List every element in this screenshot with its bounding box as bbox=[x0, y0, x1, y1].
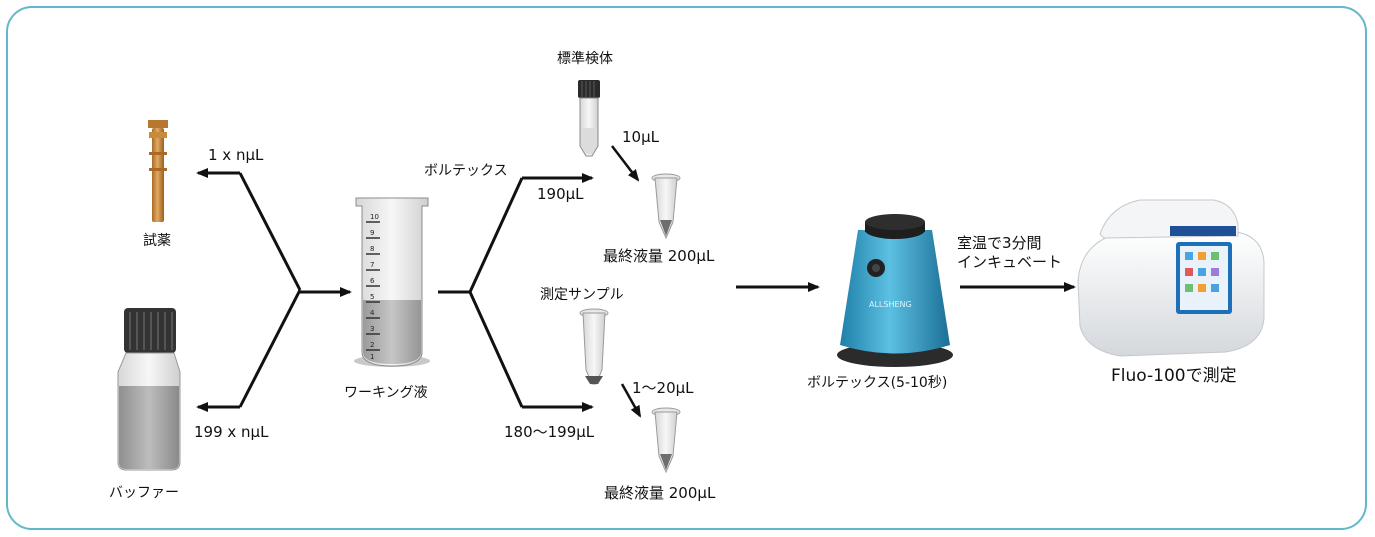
buffer-label: バッファー bbox=[109, 485, 179, 501]
final-tube-bottom-icon bbox=[651, 407, 681, 474]
standard-volume-label: 10μL bbox=[622, 128, 659, 146]
fluo-100-instrument-icon bbox=[1077, 199, 1265, 357]
sample-transfer-arrow bbox=[620, 383, 642, 418]
graduation-4: 4 bbox=[370, 309, 375, 317]
standard-sample-label: 標準検体 bbox=[557, 51, 613, 67]
graduation-3: 3 bbox=[370, 325, 374, 333]
working-volume-bottom-label: 180〜199μL bbox=[504, 423, 595, 441]
measure-label: Fluo-100で測定 bbox=[1111, 366, 1237, 386]
final-volume-bottom-label: 最終液量 200μL bbox=[604, 484, 716, 502]
graduation-8: 8 bbox=[370, 245, 374, 253]
sample-fork-arrows bbox=[438, 173, 594, 412]
final-volume-top-label: 最終液量 200μL bbox=[603, 247, 715, 265]
incubate-label-line1: 室温で3分間 bbox=[957, 234, 1042, 252]
incubate-label-line2: インキュベート bbox=[957, 253, 1063, 271]
buffer-amount-label: 199 x nμL bbox=[194, 423, 269, 441]
measure-sample-tube-icon bbox=[579, 308, 609, 385]
standard-transfer-arrow bbox=[611, 145, 640, 182]
working-solution-label: ワーキング液 bbox=[344, 385, 428, 401]
graduation-10: 10 bbox=[370, 213, 379, 221]
reagent-tube-icon bbox=[148, 120, 168, 222]
final-tube-top-icon bbox=[651, 173, 681, 240]
buffer-bottle-icon bbox=[117, 308, 181, 471]
graduation-6: 6 bbox=[370, 277, 375, 285]
working-volume-top-label: 190μL bbox=[537, 185, 584, 203]
graduation-9: 9 bbox=[370, 229, 374, 237]
reagent-label: 試薬 bbox=[143, 233, 171, 249]
graduation-5: 5 bbox=[370, 293, 374, 301]
vortex-time-label: ボルテックス(5-10秒) bbox=[807, 375, 948, 391]
measure-volume-label: 1〜20μL bbox=[632, 379, 694, 397]
vortexer-brand-text: ALLSHENG bbox=[869, 300, 912, 309]
graduation-2: 2 bbox=[370, 341, 374, 349]
input-fork-arrows bbox=[196, 168, 352, 412]
graduation-1: 1 bbox=[370, 353, 374, 361]
measure-sample-label: 測定サンプル bbox=[540, 287, 624, 303]
reagent-amount-label: 1 x nμL bbox=[208, 146, 264, 164]
diagram-frame bbox=[6, 6, 1367, 530]
vortexer-icon: ALLSHENG bbox=[837, 214, 953, 367]
standard-vial-icon bbox=[578, 80, 600, 157]
working-solution-tube-icon: 10 9 8 7 6 5 4 3 2 1 bbox=[354, 197, 430, 367]
vortex-label-top: ボルテックス bbox=[424, 163, 508, 179]
graduation-7: 7 bbox=[370, 261, 374, 269]
